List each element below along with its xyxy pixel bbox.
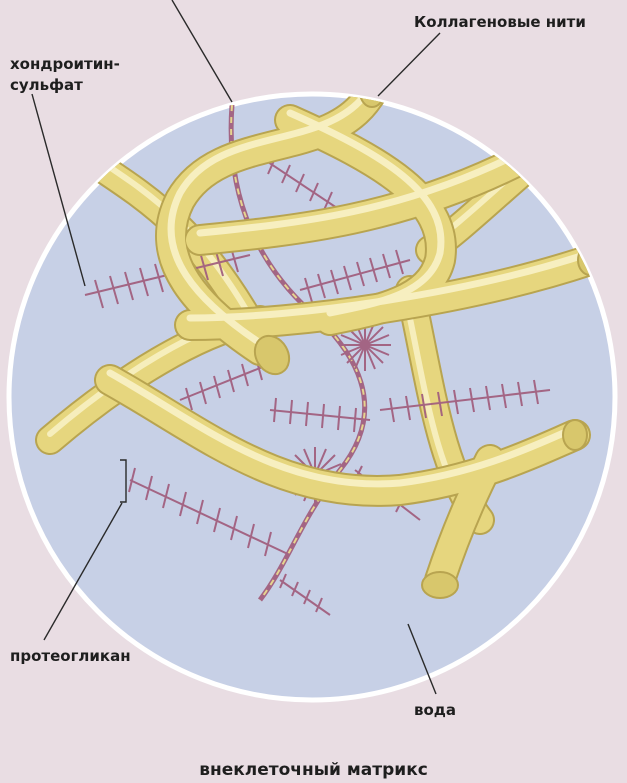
collagen-fibers-label: Коллагеновые нити (414, 12, 586, 33)
chondroitin-sulfate-label: хондроитин- сульфат (10, 54, 120, 96)
chondroitin-line-1: хондроитин- (10, 54, 120, 75)
chondroitin-line-2: сульфат (10, 75, 120, 96)
water-label: вода (414, 700, 456, 721)
proteoglycan-label: протеогликан (10, 646, 131, 667)
diagram-title: внеклеточный матрикс (0, 760, 627, 781)
